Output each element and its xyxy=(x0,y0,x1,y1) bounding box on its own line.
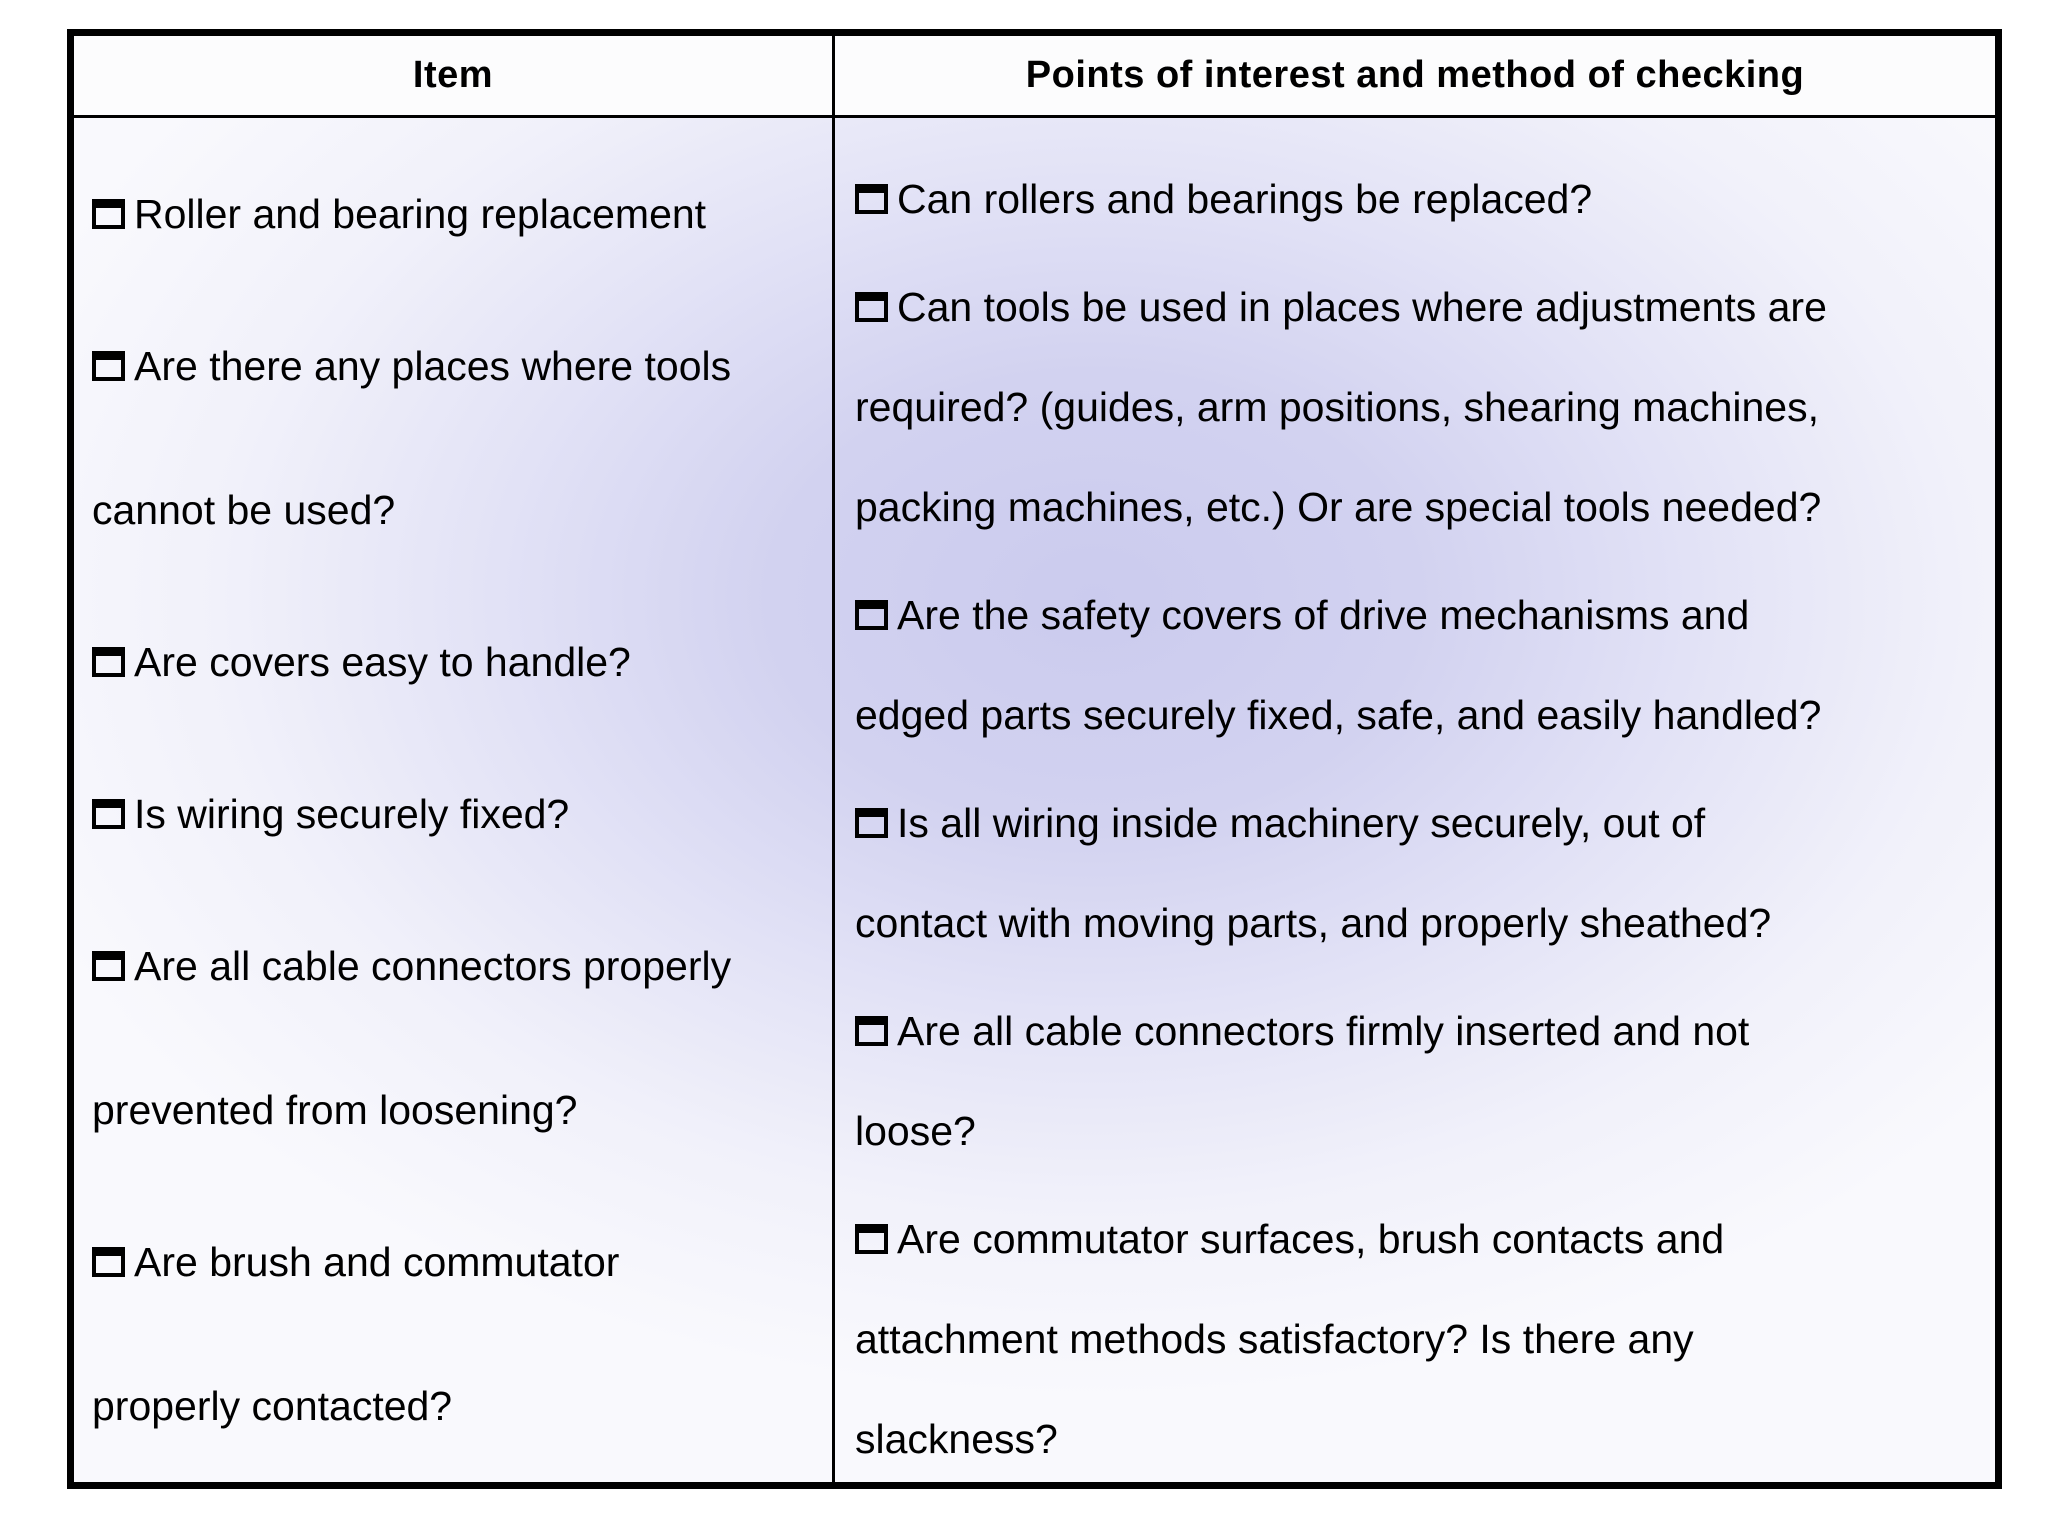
checkbox-icon[interactable] xyxy=(855,292,888,322)
checklist-point: Are the safety covers of drive mechanism… xyxy=(855,565,1981,765)
checkbox-icon[interactable] xyxy=(855,1016,888,1046)
checklist-point-label: Is all wiring inside machinery securely,… xyxy=(855,800,1772,946)
checkbox-icon[interactable] xyxy=(92,199,125,229)
column-header-item: Item xyxy=(74,36,835,115)
checklist-table: Item Points of interest and method of ch… xyxy=(67,29,2002,1489)
checklist-point: Is all wiring inside machinery securely,… xyxy=(855,773,1981,973)
checkbox-icon[interactable] xyxy=(92,351,125,381)
checklist-point: Can tools be used in places where adjust… xyxy=(855,257,1981,557)
checklist-item: Roller and bearing replacement xyxy=(92,142,818,286)
checklist-item: Are covers easy to handle? xyxy=(92,590,818,734)
checkbox-icon[interactable] xyxy=(92,647,125,677)
checklist-point-label: Are the safety covers of drive mechanism… xyxy=(855,592,1822,738)
checklist-point-label: Can rollers and bearings be replaced? xyxy=(897,176,1593,222)
checklist-item: Are all cable connectors properly preven… xyxy=(92,894,818,1182)
checklist-point: Are all cable connectors firmly inserted… xyxy=(855,981,1981,1181)
checklist-point-label: Are all cable connectors firmly inserted… xyxy=(855,1008,1750,1154)
table-body-row: Roller and bearing replacement Are there… xyxy=(74,118,1995,1482)
checkbox-icon[interactable] xyxy=(92,799,125,829)
checklist-item-label: Are all cable connectors properly preven… xyxy=(92,943,732,1133)
checklist-point-label: Can tools be used in places where adjust… xyxy=(855,284,1827,530)
checkbox-icon[interactable] xyxy=(855,184,888,214)
checkbox-icon[interactable] xyxy=(855,600,888,630)
item-column-cell: Roller and bearing replacement Are there… xyxy=(74,118,835,1482)
checklist-item-label: Are there any places where tools cannot … xyxy=(92,343,732,533)
checklist-item-label: Roller and bearing replacement xyxy=(134,191,707,237)
column-header-points: Points of interest and method of checkin… xyxy=(1025,54,1805,96)
checklist-item: Is wiring securely fixed? xyxy=(92,742,818,886)
checklist-point: Can rollers and bearings be replaced? xyxy=(855,149,1981,249)
checkbox-icon[interactable] xyxy=(92,1247,125,1277)
checklist-point-label: Are commutator surfaces, brush contacts … xyxy=(855,1216,1725,1462)
checklist-point: Are commutator surfaces, brush contacts … xyxy=(855,1189,1981,1482)
checklist-item-label: Is wiring securely fixed? xyxy=(134,791,570,837)
checkbox-icon[interactable] xyxy=(92,951,125,981)
checkbox-icon[interactable] xyxy=(855,808,888,838)
points-column-cell: Can rollers and bearings be replaced? Ca… xyxy=(835,118,1995,1482)
checklist-item: Are there any places where tools cannot … xyxy=(92,294,818,582)
checkbox-icon[interactable] xyxy=(855,1224,888,1254)
checklist-item-label: Are brush and commutator properly contac… xyxy=(92,1239,620,1429)
checklist-item: Are brush and commutator properly contac… xyxy=(92,1190,818,1478)
checklist-item-label: Are covers easy to handle? xyxy=(134,639,631,685)
table-header-row: Item Points of interest and method of ch… xyxy=(74,36,1995,118)
